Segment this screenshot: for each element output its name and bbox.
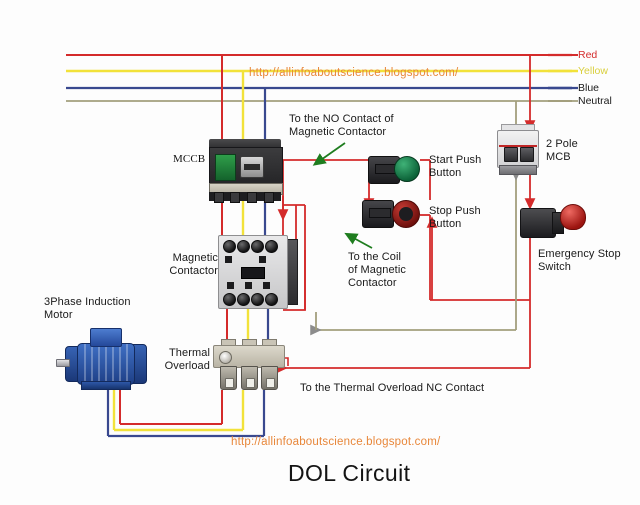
overload-current-dial[interactable] [219,351,232,364]
contactor-terminal [237,240,250,253]
label-induction-motor: 3Phase Induction Motor [44,296,131,321]
annotation-no-contact: To the NO Contact of Magnetic Contactor [289,113,394,138]
estop-contact-block [520,208,556,238]
motor-fin [91,344,93,384]
stop-button-center [399,207,413,221]
contactor-terminal [251,293,264,306]
contactor-window [241,267,265,279]
mcb-toggle-pole-2[interactable] [520,147,534,162]
contactor-terminal [223,293,236,306]
diagram-title: DOL Circuit [288,460,411,486]
estop-mushroom-head[interactable] [560,204,586,230]
mcb-red-stripe [499,145,537,147]
mccb-pin [214,192,224,203]
mccb-pin [264,192,274,203]
contactor-marking [259,256,266,263]
motor-fin [112,344,114,384]
motor-fin [98,344,100,384]
mccb-toggle-lever[interactable] [240,156,264,178]
motor-fin [126,344,128,384]
contactor-terminal [265,240,278,253]
overload-body [213,345,285,368]
mccb-lug-row [209,192,281,203]
stop-button-head[interactable] [392,200,420,228]
mccb-device[interactable] [209,133,283,203]
no-contact-arrow [312,142,346,166]
thermal-overload-device[interactable] [213,338,285,394]
annotation-coil: To the Coil of Magnetic Contactor [348,251,406,289]
motor-frame [77,343,135,385]
mcb-din-foot [499,165,537,175]
annotation-nc-contact: To the Thermal Overload NC Contact [300,382,485,394]
start-button-head[interactable] [394,156,420,182]
watermark-top: http://allinfoaboutscience.blogspot.com/ [249,67,459,79]
label-stop-push-button: Stop Push Button [429,205,481,230]
magnetic-contactor-device[interactable] [218,235,298,309]
contactor-marking [227,282,234,289]
contactor-marking [263,282,270,289]
legend-label-red: Red [578,49,598,61]
start-push-button-device[interactable] [368,154,420,186]
stop-push-button-device[interactable] [362,198,420,232]
induction-motor-device [55,325,155,400]
motor-terminal-box [90,328,122,347]
legend-label-yellow: Yellow [578,65,608,77]
motor-foot [81,381,131,390]
mccb-top-cover [209,139,281,149]
legend-label-blue: Blue [578,82,600,94]
motor-fin [84,344,86,384]
contactor-terminal [265,293,278,306]
contactor-terminal [251,240,264,253]
overload-lug [241,366,258,390]
label-start-push-button: Start Push Button [429,154,482,179]
legend-label-neutral: Neutral [578,95,612,107]
watermark-bottom: http://allinfoaboutscience.blogspot.com/ [231,436,441,448]
coil-arrow [344,232,373,249]
stop-button-block [362,200,394,228]
mcb-body [497,130,539,168]
emergency-stop-device[interactable] [520,200,586,244]
label-emergency-stop: Emergency Stop Switch [538,248,621,273]
label-thermal-overload: Thermal Overload [164,347,210,372]
label-two-pole-mcb: 2 Pole MCB [546,138,578,163]
label-mccb: MCCB [173,153,206,165]
legend-swatches [548,53,572,102]
mccb-pin [230,192,240,203]
mccb-green-panel [215,154,236,181]
contactor-marking [245,282,252,289]
mcb-toggle-pole-1[interactable] [504,147,518,162]
contactor-body [218,235,288,309]
overload-lug [261,366,278,390]
contactor-terminal [223,240,236,253]
motor-shaft [56,359,70,367]
contactor-terminal [237,293,250,306]
mccb-pin [247,192,257,203]
motor-fin [119,344,121,384]
contactor-marking [225,256,232,263]
stop-button-block-detail [369,208,391,218]
label-magnetic-contactor: Magnetic Contactor [169,252,218,277]
two-pole-mcb-device[interactable] [497,122,539,175]
overload-lug [220,366,237,390]
motor-fin [105,344,107,384]
mccb-body [209,147,283,187]
